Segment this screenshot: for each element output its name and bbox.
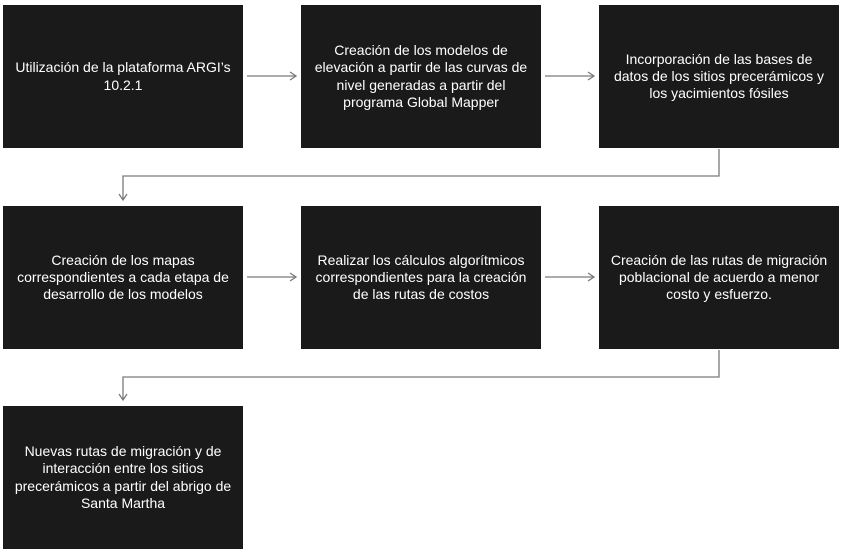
flow-step-3: Incorporación de las bases de datos de l… — [599, 5, 839, 148]
flow-step-2: Creación de los modelos de elevación a p… — [301, 5, 541, 148]
arrow-step6-to-step7 — [118, 350, 720, 402]
arrow-step1-to-step2 — [247, 71, 298, 81]
flow-step-7-text: Nuevas rutas de migración y de interacci… — [14, 443, 232, 511]
flow-step-6-text: Creación de las rutas de migración pobla… — [610, 251, 828, 303]
flow-step-4: Creación de los mapas correspondientes a… — [3, 206, 243, 349]
arrow-step4-to-step5 — [247, 272, 298, 282]
flow-step-5-text: Realizar los cálculos algorítmicos corre… — [315, 251, 527, 303]
flow-step-7: Nuevas rutas de migración y de interacci… — [3, 406, 243, 549]
flow-step-1: Utilización de la plataforma ARGI’s 10.2… — [3, 5, 243, 148]
flow-step-1-text: Utilización de la plataforma ARGI’s 10.2… — [15, 59, 231, 93]
arrow-step5-to-step6 — [545, 272, 596, 282]
flow-step-6: Creación de las rutas de migración pobla… — [599, 206, 839, 349]
arrow-step2-to-step3 — [545, 71, 596, 81]
arrow-step3-to-step4 — [118, 149, 720, 202]
flow-step-2-text: Creación de los modelos de elevación a p… — [314, 42, 528, 110]
flow-step-4-text: Creación de los mapas correspondientes a… — [17, 251, 229, 303]
flow-step-5: Realizar los cálculos algorítmicos corre… — [301, 206, 541, 349]
flow-step-3-text: Incorporación de las bases de datos de l… — [613, 50, 825, 102]
